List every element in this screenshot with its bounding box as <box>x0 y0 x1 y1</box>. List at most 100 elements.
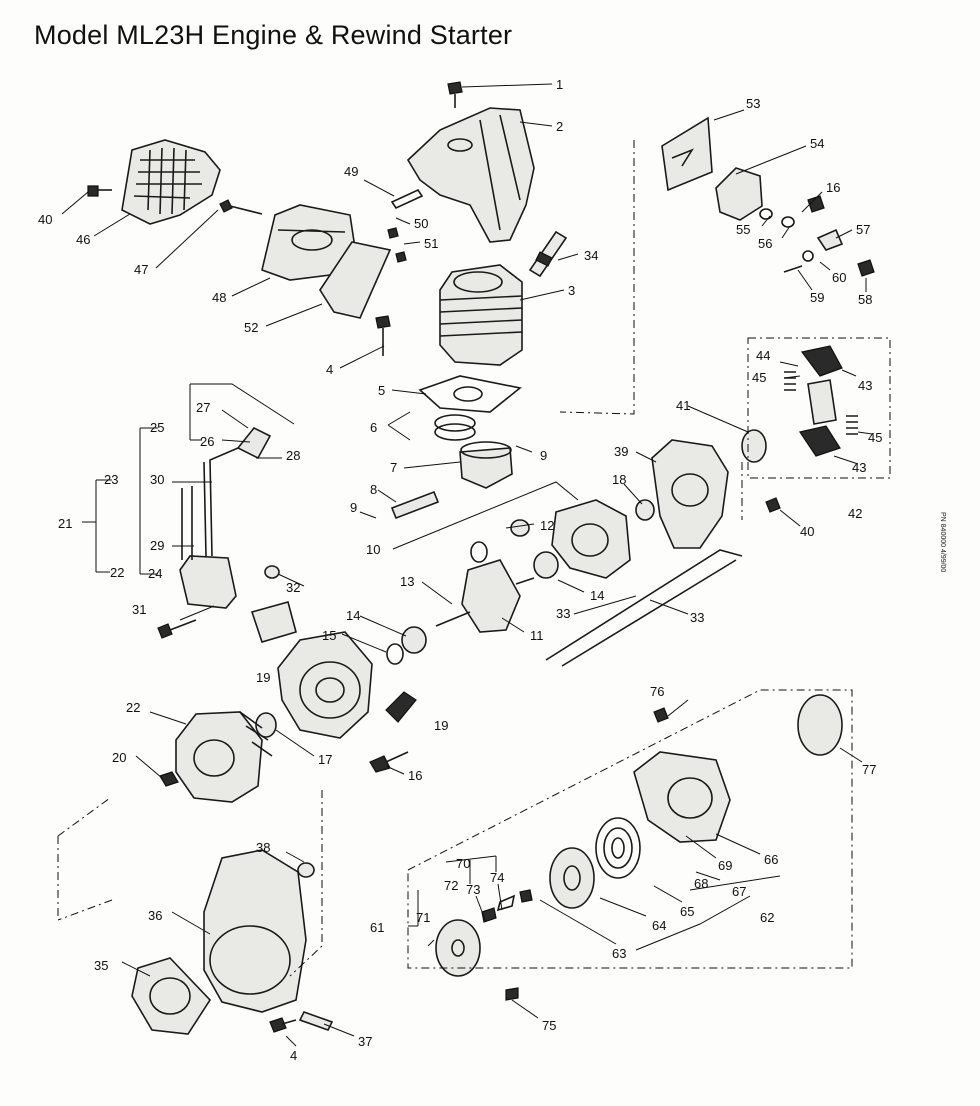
fan-housing <box>203 849 307 1013</box>
bearing-18 <box>635 499 655 521</box>
callout-72: 72 <box>444 878 458 893</box>
callout-7: 7 <box>390 460 397 475</box>
callout-12: 12 <box>540 518 554 533</box>
leader-lines <box>61 83 873 1047</box>
engine-shroud <box>406 107 535 243</box>
screw-1 <box>447 81 463 108</box>
screw-4-lower <box>269 1017 297 1033</box>
nut-20 <box>159 771 179 787</box>
recoil-spring <box>595 817 641 879</box>
callout-52: 52 <box>244 320 258 335</box>
callout-29: 29 <box>150 538 164 553</box>
callout-labels: 1 2 3 4 5 6 7 8 9 9 10 11 12 13 14 14 15… <box>38 77 882 1063</box>
callout-44: 44 <box>756 348 770 363</box>
callout-50: 50 <box>414 216 428 231</box>
callout-53: 53 <box>746 96 760 111</box>
crankcase-main <box>277 631 373 739</box>
callout-8: 8 <box>370 482 377 497</box>
screw-4-upper <box>375 315 391 356</box>
callout-75: 75 <box>542 1018 556 1033</box>
flywheel <box>175 711 273 803</box>
callout-45a: 45 <box>752 370 766 385</box>
clutch-shoes <box>799 345 843 457</box>
spacer-32 <box>264 565 280 579</box>
callout-1: 1 <box>556 77 563 92</box>
callout-59: 59 <box>810 290 824 305</box>
throttle-cables <box>545 549 743 667</box>
callout-56: 56 <box>758 236 772 251</box>
callout-23: 23 <box>104 472 118 487</box>
callout-77: 77 <box>862 762 876 777</box>
callout-19b: 19 <box>434 718 448 733</box>
callout-35: 35 <box>94 958 108 973</box>
bearing-17 <box>255 712 277 738</box>
rope-pulley <box>549 847 595 909</box>
screw-76 <box>653 707 669 723</box>
callout-9a: 9 <box>540 448 547 463</box>
grommet-38 <box>297 862 315 878</box>
callout-15: 15 <box>322 628 336 643</box>
bolt-47 <box>219 199 263 215</box>
callout-41: 41 <box>676 398 690 413</box>
callout-2: 2 <box>556 119 563 134</box>
starter-pawl-assembly <box>435 894 516 977</box>
callout-25: 25 <box>150 420 164 435</box>
callout-55: 55 <box>736 222 750 237</box>
callout-31: 31 <box>132 602 146 617</box>
callout-58: 58 <box>858 292 872 307</box>
crankcase-half <box>551 499 631 579</box>
callout-42: 42 <box>848 506 862 521</box>
screw-75 <box>505 987 519 1001</box>
gasket-35 <box>131 957 212 1035</box>
ignition-coil <box>179 447 239 609</box>
callout-3: 3 <box>568 283 575 298</box>
callout-19a: 19 <box>256 670 270 685</box>
callout-6: 6 <box>370 420 377 435</box>
ignition-wires <box>181 486 193 560</box>
clutch-housing <box>651 439 729 549</box>
callout-34: 34 <box>584 248 598 263</box>
callout-62: 62 <box>760 910 774 925</box>
muffler-hardware <box>759 195 875 277</box>
callout-43a: 43 <box>858 378 872 393</box>
callout-4: 4 <box>326 362 333 377</box>
callout-48: 48 <box>212 290 226 305</box>
piston-pin <box>390 490 440 520</box>
callout-54: 54 <box>810 136 824 151</box>
callout-9b: 9 <box>350 500 357 515</box>
muffler-heat-shield <box>661 116 713 192</box>
callout-67: 67 <box>732 884 746 899</box>
group-brackets <box>82 383 781 951</box>
needle-bearing-12 <box>510 519 530 537</box>
screw-40-right <box>765 497 781 513</box>
screw-40-left <box>87 185 112 197</box>
piston-rings <box>434 414 476 441</box>
callout-22a: 22 <box>110 565 124 580</box>
gasket-52 <box>319 241 392 319</box>
pin-37 <box>298 1011 334 1031</box>
callout-11: 11 <box>530 628 544 643</box>
piston <box>459 441 513 489</box>
muffler <box>715 167 763 221</box>
callout-36: 36 <box>148 908 162 923</box>
callout-63: 63 <box>612 946 626 961</box>
starter-cover-seal-77 <box>797 694 843 756</box>
callout-49: 49 <box>344 164 358 179</box>
callout-20: 20 <box>112 750 126 765</box>
callout-10: 10 <box>366 542 380 557</box>
bearing-14 <box>401 551 559 654</box>
washer-41 <box>741 429 767 463</box>
callout-43b: 43 <box>852 460 866 475</box>
screw-31 <box>157 619 197 639</box>
callout-57: 57 <box>856 222 870 237</box>
air-filter-cover <box>121 139 221 225</box>
callout-24: 24 <box>148 566 162 581</box>
crankshaft <box>435 541 535 633</box>
callout-4-lower: 4 <box>290 1048 297 1063</box>
callout-70: 70 <box>456 856 470 871</box>
callout-27: 27 <box>196 400 210 415</box>
callout-71: 71 <box>416 910 430 925</box>
callout-18: 18 <box>612 472 626 487</box>
cylinder <box>439 264 523 366</box>
choke-parts-49-50-51 <box>387 188 424 263</box>
